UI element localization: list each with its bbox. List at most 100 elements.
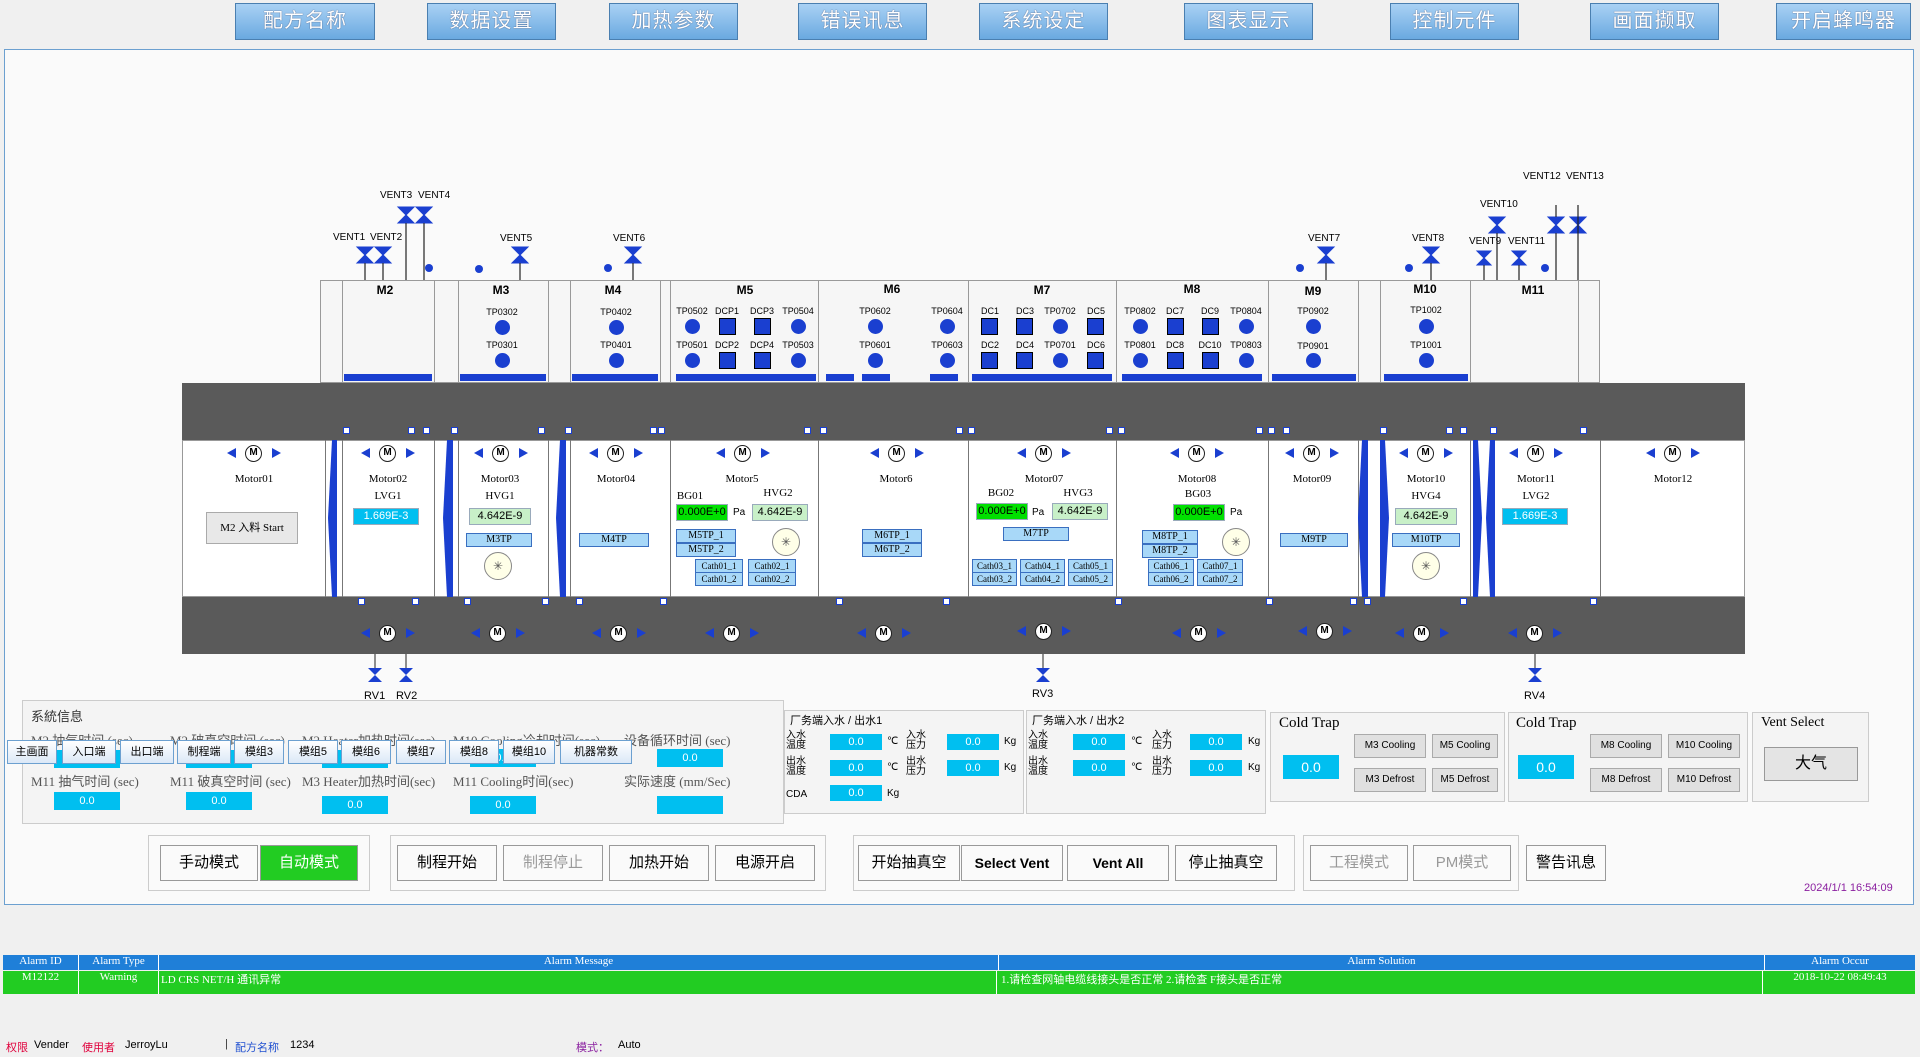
tab-module-6[interactable]: 模组6 (341, 740, 391, 764)
sensor-label: TP0603 (931, 340, 963, 350)
field-label: 入水 压力 (1152, 730, 1172, 751)
heat-start-button[interactable]: 加热开始 (609, 845, 709, 881)
gauge-label: BG01 (676, 490, 704, 502)
motor-icon[interactable]: M (590, 623, 648, 643)
gauge-value: 1.669E-3 (353, 508, 419, 525)
fan-icon: ✳ (1222, 528, 1250, 556)
sensor-label: TP0803 (1230, 340, 1262, 350)
process-stop-button[interactable]: 制程停止 (503, 845, 603, 881)
field-label: 出水 压力 (906, 756, 926, 777)
nav-error-messages[interactable]: 错误讯息 (798, 3, 927, 40)
tab-module-10[interactable]: 模组10 (503, 740, 555, 764)
value-field: 0.0 (54, 792, 120, 810)
lower-conveyor (182, 597, 1745, 654)
tab-module-3[interactable]: 模组3 (234, 740, 284, 764)
unit-label: Kg (1004, 762, 1017, 773)
m8-cooling-button[interactable]: M8 Cooling (1590, 734, 1662, 758)
sensor-label: TP1002 (1410, 305, 1442, 315)
process-start-button[interactable]: 制程开始 (397, 845, 497, 881)
power-on-button[interactable]: 电源开启 (715, 845, 815, 881)
tab-module-8[interactable]: 模组8 (449, 740, 499, 764)
sensor-label: DC2 (980, 340, 999, 350)
vent-label: VENT6 (613, 233, 646, 244)
table-row[interactable]: M12122 Warning LD CRS NET/H 通讯异常 1.请检查网轴… (3, 971, 1915, 994)
motor-icon[interactable]: M (714, 443, 772, 463)
sensor-label: DC10 (1198, 340, 1222, 350)
motor-icon[interactable]: M (1644, 443, 1702, 463)
tab-exit[interactable]: 出口端 (120, 740, 174, 764)
m2-load-start-button[interactable]: M2 入料 Start (206, 512, 298, 544)
motor-icon[interactable]: M (1168, 443, 1226, 463)
pm-mode-button[interactable]: PM模式 (1413, 845, 1511, 881)
motor-icon[interactable]: M (1393, 623, 1451, 643)
m5-defrost-button[interactable]: M5 Defrost (1432, 768, 1498, 792)
motor-icon[interactable]: M (1296, 621, 1354, 641)
alarm-messages-button[interactable]: 警告讯息 (1526, 845, 1606, 881)
fan-icon: ✳ (772, 528, 800, 556)
vent-label: VENT2 (370, 232, 403, 243)
nav-heating-params[interactable]: 加热参数 (609, 3, 738, 40)
motor-label: Motor03 (480, 473, 520, 485)
tab-module-7[interactable]: 模组7 (396, 740, 446, 764)
module-label-m5: M5 (736, 283, 754, 297)
nav-system-settings[interactable]: 系统设定 (979, 3, 1108, 40)
vent-label: VENT12 (1523, 171, 1561, 182)
m10-defrost-button[interactable]: M10 Defrost (1668, 768, 1740, 792)
motor-icon[interactable]: M (1506, 623, 1564, 643)
manual-mode-button[interactable]: 手动模式 (160, 845, 258, 881)
gauge-label: HVG1 (485, 490, 515, 502)
motor-icon[interactable]: M (1015, 621, 1073, 641)
m3-defrost-button[interactable]: M3 Defrost (1354, 768, 1426, 792)
m3-cooling-button[interactable]: M3 Cooling (1354, 734, 1426, 758)
vent-all-button[interactable]: Vent All (1067, 845, 1169, 881)
motor-icon[interactable]: M (1170, 623, 1228, 643)
sensor-label: TP0503 (782, 340, 814, 350)
gauge-value: 4.642E-9 (1395, 508, 1457, 525)
value-field: 0.0 (1283, 755, 1339, 779)
nav-control-elements[interactable]: 控制元件 (1390, 3, 1519, 40)
nav-chart-display[interactable]: 图表显示 (1184, 3, 1313, 40)
vent-label: VENT5 (500, 233, 533, 244)
sensor-dot (495, 320, 510, 335)
nav-screen-capture[interactable]: 画面撷取 (1590, 3, 1719, 40)
motor-icon[interactable]: M (587, 443, 645, 463)
nav-buzzer-on[interactable]: 开启蜂鸣器 (1776, 3, 1911, 40)
auto-mode-button[interactable]: 自动模式 (260, 845, 358, 881)
m5-cooling-button[interactable]: M5 Cooling (1432, 734, 1498, 758)
motor-icon[interactable]: M (1397, 443, 1455, 463)
motor-icon[interactable]: M (359, 443, 417, 463)
vent-label: VENT11 (1508, 236, 1546, 247)
motor-icon[interactable]: M (1283, 443, 1341, 463)
motor-icon[interactable]: M (868, 443, 926, 463)
motor-icon[interactable]: M (703, 623, 761, 643)
value-field: 0.0 (830, 760, 882, 776)
m10-cooling-button[interactable]: M10 Cooling (1668, 734, 1740, 758)
motor-icon[interactable]: M (225, 443, 283, 463)
nav-data-settings[interactable]: 数据设置 (427, 3, 556, 40)
m8-defrost-button[interactable]: M8 Defrost (1590, 768, 1662, 792)
motor-icon[interactable]: M (855, 623, 913, 643)
tab-module-5[interactable]: 模组5 (288, 740, 338, 764)
engineering-mode-button[interactable]: 工程模式 (1310, 845, 1408, 881)
tab-entry[interactable]: 入口端 (62, 740, 116, 764)
nav-recipe-name[interactable]: 配方名称 (235, 3, 375, 40)
value-field: 0.0 (1518, 755, 1574, 779)
motor-icon[interactable]: M (472, 443, 530, 463)
column-header: Alarm ID (3, 955, 79, 970)
sensor-label: TP0601 (859, 340, 891, 350)
sensor-label: DCP2 (714, 340, 739, 350)
tab-process[interactable]: 制程端 (177, 740, 231, 764)
vent-select-dropdown[interactable]: 大气 (1764, 747, 1858, 781)
motor-icon[interactable]: M (1015, 443, 1073, 463)
motor-icon[interactable]: M (359, 623, 417, 643)
value-field: 0.0 (830, 734, 882, 750)
transfer-row (182, 440, 1745, 597)
motor-icon[interactable]: M (469, 623, 527, 643)
vacuum-stop-button[interactable]: 停止抽真空 (1175, 845, 1277, 881)
select-vent-button[interactable]: Select Vent (961, 845, 1063, 881)
sensor-dot (495, 353, 510, 368)
motor-icon[interactable]: M (1507, 443, 1565, 463)
vacuum-start-button[interactable]: 开始抽真空 (858, 845, 960, 881)
tab-machine-constants[interactable]: 机器常数 (560, 740, 632, 764)
tab-main[interactable]: 主画面 (7, 740, 57, 764)
